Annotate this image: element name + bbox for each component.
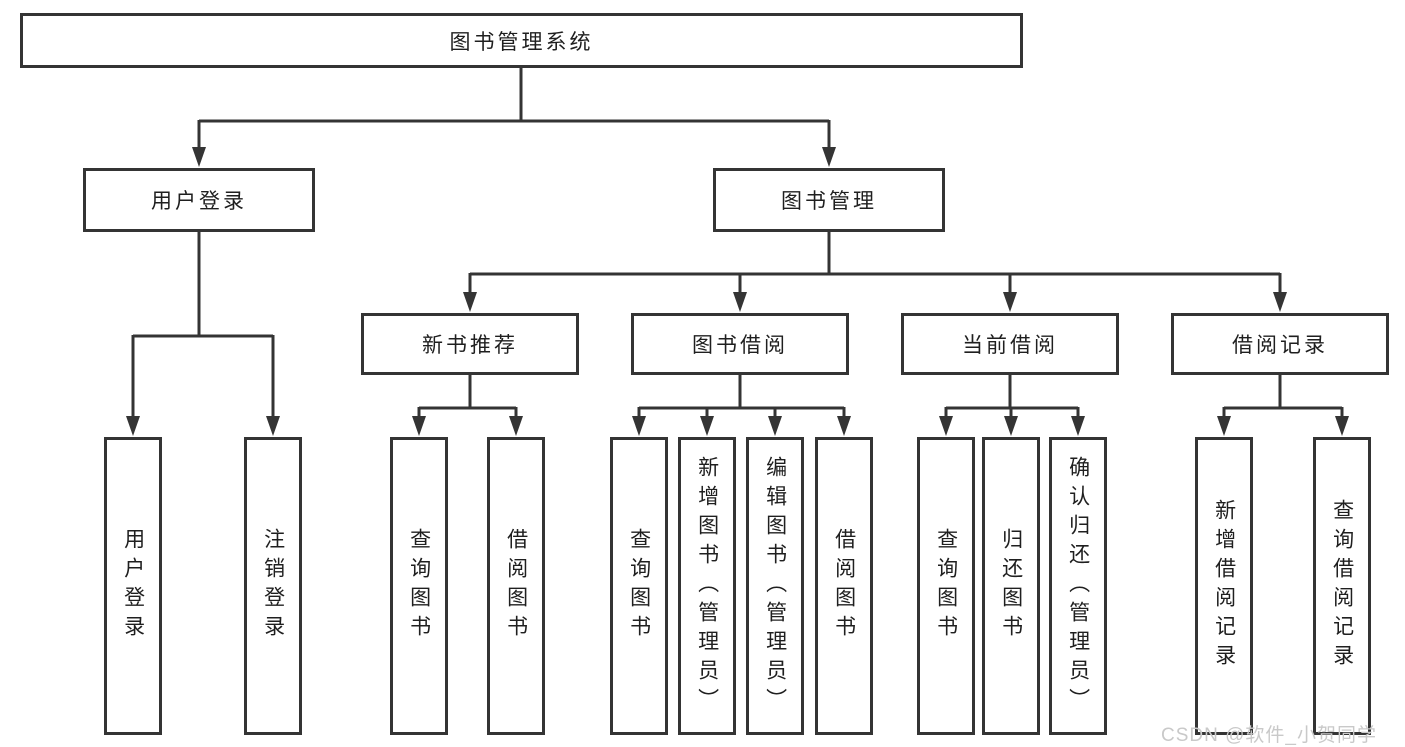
leaf-edit-book-admin: 编辑图书（管理员） <box>746 437 804 735</box>
node-label: 查询图书 <box>407 528 431 644</box>
node-label: 当前借阅 <box>962 334 1058 357</box>
arrowhead-icon <box>192 147 206 167</box>
node-label: 确认归还（管理员） <box>1066 455 1090 717</box>
arrowhead-icon <box>1003 292 1017 312</box>
arrowhead-icon <box>1335 416 1349 436</box>
arrowhead-icon <box>1071 416 1085 436</box>
leaf-query-books-current: 查询图书 <box>917 437 975 735</box>
arrowhead-icon <box>463 292 477 312</box>
leaf-logout: 注销登录 <box>244 437 302 735</box>
leaf-query-books-borrow: 查询图书 <box>610 437 668 735</box>
leaf-user-login: 用户登录 <box>104 437 162 735</box>
node-user-login: 用户登录 <box>83 168 315 232</box>
leaf-borrow-books-borrow: 借阅图书 <box>815 437 873 735</box>
arrowhead-icon <box>632 416 646 436</box>
arrowhead-icon <box>1217 416 1231 436</box>
leaf-query-borrow-record: 查询借阅记录 <box>1313 437 1371 735</box>
leaf-query-books-recommend: 查询图书 <box>390 437 448 735</box>
arrowhead-icon <box>412 416 426 436</box>
node-label: 新书推荐 <box>422 334 518 357</box>
arrowhead-icon <box>939 416 953 436</box>
arrowhead-icon <box>733 292 747 312</box>
node-label: 借阅图书 <box>832 528 856 644</box>
node-label: 用户登录 <box>151 190 247 213</box>
arrowhead-icon <box>1273 292 1287 312</box>
node-label: 查询借阅记录 <box>1330 499 1354 673</box>
node-label: 查询图书 <box>627 528 651 644</box>
leaf-confirm-return-admin: 确认归还（管理员） <box>1049 437 1107 735</box>
node-label: 归还图书 <box>999 528 1023 644</box>
node-label: 用户登录 <box>121 528 145 644</box>
arrowhead-icon <box>1004 416 1018 436</box>
arrowhead-icon <box>266 416 280 436</box>
node-root: 图书管理系统 <box>20 13 1023 68</box>
node-book-management: 图书管理 <box>713 168 945 232</box>
node-label: 图书管理系统 <box>449 30 594 54</box>
node-label: 编辑图书（管理员） <box>763 455 787 717</box>
arrowhead-icon <box>822 147 836 167</box>
arrowhead-icon <box>768 416 782 436</box>
leaf-borrow-books-recommend: 借阅图书 <box>487 437 545 735</box>
node-label: 借阅记录 <box>1232 334 1328 357</box>
node-book-borrow: 图书借阅 <box>631 313 849 375</box>
leaf-add-borrow-record: 新增借阅记录 <box>1195 437 1253 735</box>
leaf-add-book-admin: 新增图书（管理员） <box>678 437 736 735</box>
arrowhead-icon <box>837 416 851 436</box>
node-new-book-recommend: 新书推荐 <box>361 313 579 375</box>
node-label: 借阅图书 <box>504 528 528 644</box>
watermark: CSDN @软件_小贺同学 <box>1161 725 1377 746</box>
leaf-return-book: 归还图书 <box>982 437 1040 735</box>
node-label: 图书借阅 <box>692 334 788 357</box>
node-label: 查询图书 <box>934 528 958 644</box>
node-current-borrow: 当前借阅 <box>901 313 1119 375</box>
node-label: 注销登录 <box>261 528 285 644</box>
arrowhead-icon <box>700 416 714 436</box>
arrowhead-icon <box>126 416 140 436</box>
node-borrow-record: 借阅记录 <box>1171 313 1389 375</box>
node-label: 新增图书（管理员） <box>695 455 719 717</box>
arrowhead-icon <box>509 416 523 436</box>
node-label: 图书管理 <box>781 190 877 213</box>
node-label: 新增借阅记录 <box>1212 499 1236 673</box>
